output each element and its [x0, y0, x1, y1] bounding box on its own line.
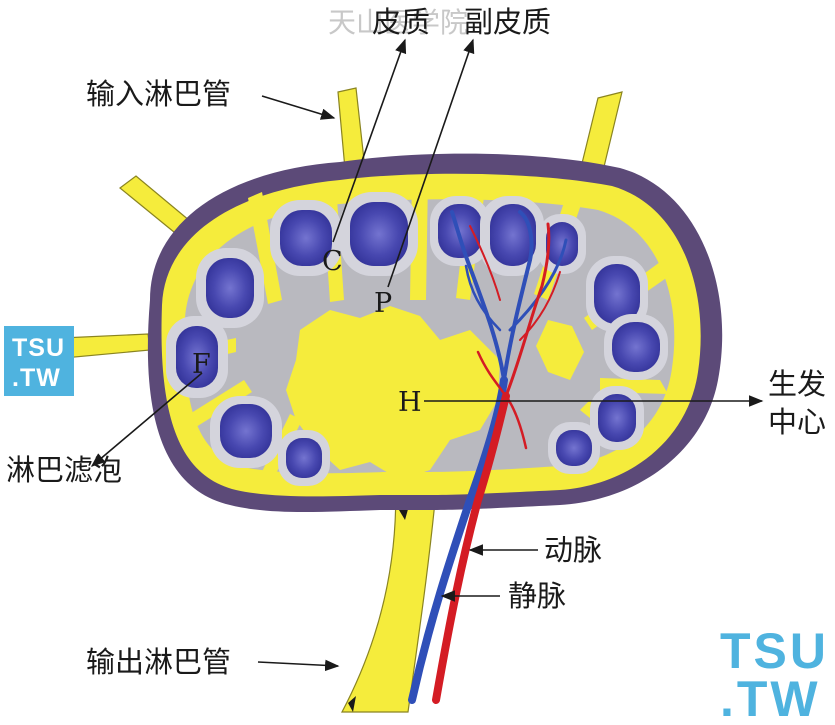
efferent-lymphatic-vessel — [341, 469, 439, 713]
watermark-left-line2: .TW — [12, 364, 61, 392]
watermark-left-line1: TSU — [12, 334, 65, 362]
vein-vessels — [408, 210, 568, 704]
bottom-flow-arrow-icon — [348, 696, 356, 712]
follicle-pointer — [90, 372, 203, 467]
faint-watermark: 天山医学院 — [328, 6, 468, 39]
label-efferent-lymphatic: 输出淋巴管 — [86, 645, 231, 679]
label-artery: 动脉 — [544, 533, 602, 567]
paracortex-pointer — [387, 38, 475, 288]
medullary-sinus-right — [536, 320, 584, 380]
label-lymphoid-follicle: 淋巴滤泡 — [6, 453, 122, 487]
marker-c: C — [322, 246, 343, 277]
cortex-pointer — [332, 38, 407, 243]
watermark-badge-left: TSU .TW — [4, 326, 74, 396]
lymphoid-follicles — [166, 192, 668, 486]
label-afferent-lymphatic: 输入淋巴管 — [86, 77, 231, 111]
label-germinal-center-line2: 中心 — [768, 405, 826, 439]
label-paracortex: 副皮质 — [464, 5, 551, 39]
label-cortex: 皮质 — [372, 5, 430, 39]
label-germinal-center-line1: 生发 — [768, 367, 826, 401]
watermark-right-line1: TSU — [720, 623, 829, 679]
watermark-right: TSU .TW — [720, 623, 829, 725]
efferent-pointer — [257, 659, 340, 672]
pointer-lines — [90, 38, 764, 672]
afferent-pointer — [261, 95, 336, 120]
marker-p: P — [374, 288, 392, 319]
marker-f: F — [192, 349, 211, 380]
label-vein: 静脉 — [508, 579, 566, 613]
medullary-sinus — [286, 306, 500, 480]
watermark-right-line2: .TW — [720, 671, 821, 725]
artery-vessels — [432, 222, 561, 704]
marker-h: H — [398, 387, 422, 418]
